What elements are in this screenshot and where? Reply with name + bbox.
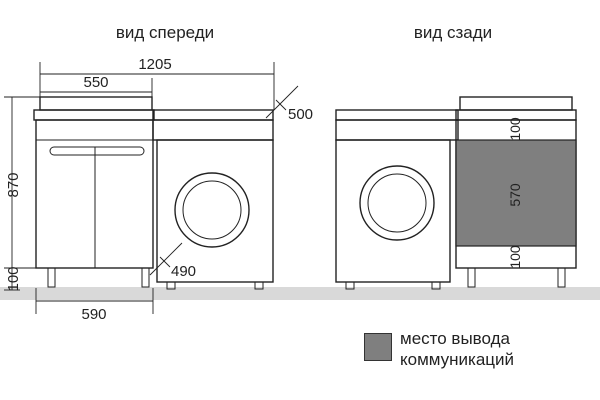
cabinet-leg: [141, 267, 150, 288]
dim-diag-500: [265, 85, 299, 119]
cabinet-countertop: [39, 96, 153, 111]
dim-back-top: 100: [507, 117, 523, 141]
cabinet-top-overhang: [33, 109, 155, 121]
washer-door-inner: [182, 180, 242, 240]
back-view: вид сзади 100 570 100: [335, 23, 577, 290]
washer-worktop-edge: [152, 119, 274, 141]
washer-worktop: [152, 109, 274, 121]
back-cabinet-leg: [557, 267, 566, 288]
washer-foot: [166, 281, 176, 290]
floor-strip: [0, 287, 600, 300]
washer-foot: [254, 281, 264, 290]
dim-leg-height: 100: [5, 266, 22, 291]
back-washing-machine: [335, 139, 451, 283]
legend-swatch: [364, 333, 392, 361]
dim-depth-bottom: 490: [171, 263, 196, 280]
dim-back-middle: 570: [507, 183, 523, 207]
dim-top-width: 550: [83, 74, 108, 91]
washer-door-outer: [174, 172, 250, 248]
back-washer-foot: [345, 281, 355, 290]
dim-height: 870: [5, 172, 22, 197]
dim-bottom-width: 590: [81, 306, 106, 323]
back-cabinet-leg: [467, 267, 476, 288]
front-view-title: вид спереди: [116, 23, 214, 42]
cabinet-leg: [47, 267, 56, 288]
back-worktop-edge: [335, 119, 459, 141]
back-cabinet-countertop: [459, 96, 573, 111]
dim-back-bottom: 100: [507, 245, 523, 269]
communications-area: [455, 139, 577, 247]
back-worktop: [335, 109, 459, 121]
back-washer-door-inner: [367, 173, 427, 233]
dim-diag-490: [149, 242, 183, 276]
cabinet-handle: [49, 146, 145, 156]
legend-line-1: место вывода: [400, 329, 510, 348]
back-washer-door-outer: [359, 165, 435, 241]
back-view-title: вид сзади: [414, 23, 492, 42]
dim-tick: [159, 256, 171, 268]
dim-tick: [275, 99, 287, 111]
front-view: вид спереди 1205 550 500: [4, 23, 313, 323]
legend-text: место вывода коммуникаций: [400, 328, 514, 370]
dim-depth-top: 500: [288, 106, 313, 123]
dim-total-width: 1205: [138, 56, 171, 73]
legend-line-2: коммуникаций: [400, 350, 515, 369]
washing-machine: [156, 139, 274, 283]
back-washer-foot: [431, 281, 441, 290]
